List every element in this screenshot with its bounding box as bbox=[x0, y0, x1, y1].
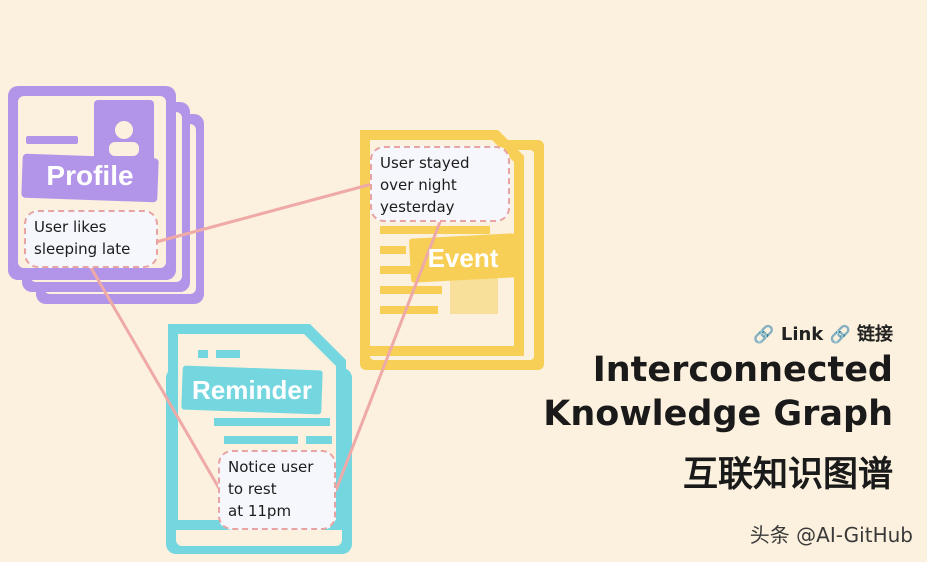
title-line-2: Knowledge Graph bbox=[543, 394, 893, 434]
link-tag-text: Link bbox=[774, 324, 830, 345]
profile-label: Profile bbox=[46, 160, 134, 191]
event-note: User stayed over night yesterday bbox=[370, 146, 510, 222]
profile-note: User likes sleeping late bbox=[24, 210, 158, 268]
event-label: Event bbox=[427, 243, 499, 273]
reminder-label: Reminder bbox=[192, 375, 312, 405]
link-tag: 🔗 Link 🔗 链接 bbox=[753, 320, 893, 346]
reminder-note: Notice user to rest at 11pm bbox=[218, 450, 336, 530]
connector-lines bbox=[88, 182, 442, 492]
link-icon: 🔗 bbox=[829, 325, 851, 345]
link-tag-text-zh: 链接 bbox=[850, 324, 893, 345]
profile-document-icon bbox=[8, 86, 204, 304]
title-line-1: Interconnected bbox=[592, 350, 893, 390]
link-icon: 🔗 bbox=[753, 325, 775, 345]
event-reminder-connector bbox=[334, 220, 442, 492]
title-chinese: 互联知识图谱 bbox=[682, 455, 893, 495]
profile-reminder-connector bbox=[88, 264, 222, 492]
page-title: Interconnected Knowledge Graph bbox=[543, 348, 893, 436]
profile-event-connector bbox=[154, 182, 374, 244]
watermark: 头条 @AI-GitHub bbox=[749, 523, 913, 547]
